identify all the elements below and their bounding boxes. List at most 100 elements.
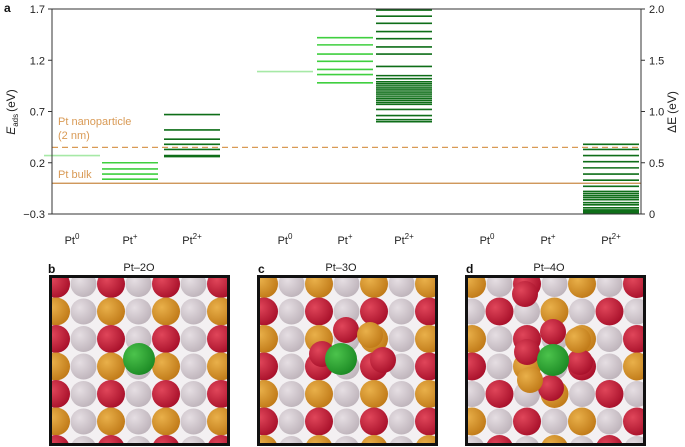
oxygen-atom	[50, 276, 70, 298]
substrate-atom	[278, 326, 305, 352]
metal-atom	[207, 297, 229, 326]
substrate-atom	[70, 408, 97, 435]
panel-b-lattice	[50, 276, 229, 445]
substrate-atom	[596, 326, 623, 352]
substrate-atom	[125, 381, 152, 407]
metal-atom	[415, 380, 437, 408]
panel-d-letter: d	[466, 262, 473, 276]
x-category-label: Pt+	[122, 232, 137, 247]
oxygen-atom	[540, 319, 566, 345]
oxygen-atom	[333, 317, 359, 343]
substrate-atom	[180, 276, 207, 297]
ytick-left-label: −0.3	[23, 209, 45, 221]
oxygen-atom	[567, 349, 593, 375]
oxygen-atom	[370, 347, 396, 373]
oxygen-atom	[623, 325, 645, 353]
substrate-atom	[596, 408, 623, 435]
substrate-atom	[278, 381, 305, 407]
x-category-label: Pt2+	[182, 232, 202, 247]
y-axis-right-label: ΔE(eV)	[665, 91, 679, 133]
panel-c-lattice	[258, 276, 437, 445]
oxygen-atom	[258, 297, 278, 326]
metal-atom	[541, 435, 568, 445]
substrate-atom	[180, 408, 207, 435]
substrate-atom	[70, 381, 97, 407]
metal-atom	[50, 352, 70, 381]
panel-c-title: Pt–3O	[325, 262, 357, 274]
metal-atom	[360, 276, 388, 298]
oxygen-atom	[258, 407, 278, 436]
oxygen-atom	[466, 352, 486, 381]
ytick-right-label: 0	[649, 209, 655, 221]
panel-c: c Pt–3O	[257, 262, 438, 446]
oxygen-atom	[305, 407, 333, 436]
oxygen-atom	[152, 325, 180, 353]
oxygen-atom	[152, 276, 180, 298]
substrate-atom	[596, 353, 623, 380]
substrate-atom	[541, 276, 568, 297]
oxygen-atom	[415, 297, 437, 326]
substrate-atom	[181, 436, 206, 445]
platinum-atom	[325, 343, 357, 375]
platinum-atom	[123, 343, 155, 375]
metal-atom	[517, 367, 543, 393]
lattice-atoms	[50, 276, 229, 445]
oxygen-atom	[50, 325, 70, 353]
substrate-atom	[388, 408, 415, 435]
ytick-left-label: 1.2	[30, 55, 45, 67]
oxygen-atom	[595, 297, 624, 326]
x-category-label: Pt2+	[601, 232, 621, 247]
substrate-atom	[333, 408, 360, 435]
substrate-atom	[71, 436, 96, 445]
ytick-left-label: 0.7	[30, 107, 45, 119]
metal-atom	[568, 276, 596, 298]
oxygen-atom	[152, 380, 180, 408]
substrate-atom	[126, 436, 151, 445]
substrate-atom	[388, 326, 415, 352]
metal-atom	[305, 435, 333, 445]
substrate-atom	[624, 298, 645, 325]
oxygen-atom	[513, 407, 541, 436]
metal-atom	[466, 325, 486, 353]
ytick-right-label: 0.5	[649, 158, 664, 170]
substrate-atom	[466, 436, 485, 445]
substrate-atom	[486, 353, 513, 380]
metal-atom	[568, 407, 596, 436]
x-category-label: Pt+	[337, 232, 352, 247]
ref-label-nanoparticle: Pt nanoparticle	[58, 116, 131, 128]
substrate-atom	[278, 276, 305, 297]
metal-atom	[415, 276, 437, 298]
metal-atom	[258, 276, 278, 298]
x-category-label: Pt0	[65, 232, 80, 247]
x-category-label: Pt2+	[394, 232, 414, 247]
ytick-right-label: 1.5	[649, 55, 664, 67]
metal-atom	[466, 407, 486, 436]
oxygen-atom	[485, 297, 514, 326]
substrate-atom	[569, 298, 595, 325]
oxygen-atom	[152, 435, 180, 445]
substrate-atom	[389, 436, 414, 445]
substrate-atom	[569, 381, 595, 407]
metal-atom	[50, 297, 70, 326]
x-category-label: Pt0	[480, 232, 495, 247]
oxygen-atom	[50, 380, 70, 408]
panel-b-title: Pt–2O	[123, 262, 155, 274]
substrate-atom	[125, 298, 152, 325]
x-category-label: Pt+	[540, 232, 555, 247]
substrate-atom	[333, 381, 360, 407]
ref-label-nanoparticle-size: (2 nm)	[58, 130, 90, 142]
substrate-atom	[486, 408, 513, 435]
metal-atom	[360, 435, 388, 445]
oxygen-atom	[97, 325, 125, 353]
metal-atom	[97, 407, 125, 436]
substrate-atom	[334, 436, 359, 445]
metal-atom	[97, 352, 125, 381]
metal-atom	[623, 352, 645, 381]
metal-atom	[207, 352, 229, 381]
ytick-right-label: 1.0	[649, 107, 664, 119]
metal-atom	[466, 276, 486, 298]
y-axis-right: 2.01.51.00.50	[641, 4, 664, 221]
substrate-atom	[486, 276, 513, 297]
